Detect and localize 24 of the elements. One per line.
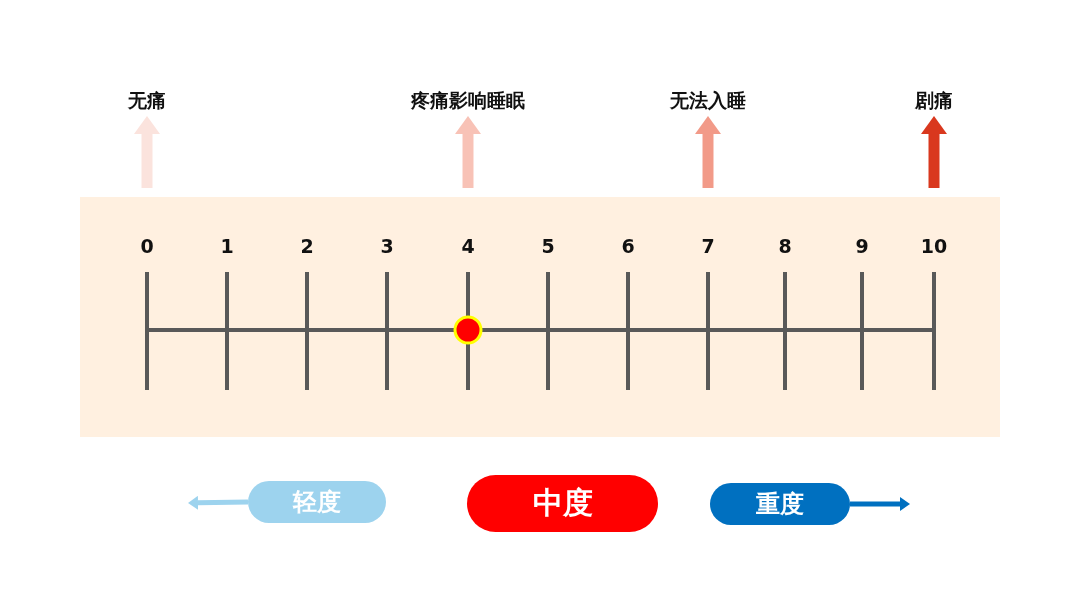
tick-number: 5 [540,235,556,257]
arrow [134,116,160,188]
scale-label: 无法入睡 [670,88,746,114]
scale-label: 剧痛 [915,88,953,114]
tick-number: 2 [299,235,315,257]
tick-number: 0 [139,235,155,257]
tick-number: 6 [620,235,636,257]
severity-pill: 轻度 [248,481,386,523]
tick-number: 4 [460,235,476,257]
tick-number: 3 [379,235,395,257]
tick-number: 1 [219,235,235,257]
scale-label: 疼痛影响睡眠 [411,88,525,114]
tick-number: 9 [854,235,870,257]
severity-pill: 重度 [710,483,850,525]
arrow [188,495,249,510]
scale-label: 无痛 [128,88,166,114]
tick-number: 10 [919,235,949,257]
arrow [850,497,910,511]
severity-pill: 中度 [467,475,658,532]
arrow [455,116,481,188]
arrow [695,116,721,188]
tick-number: 8 [777,235,793,257]
arrow [921,116,947,188]
tick-number: 7 [700,235,716,257]
